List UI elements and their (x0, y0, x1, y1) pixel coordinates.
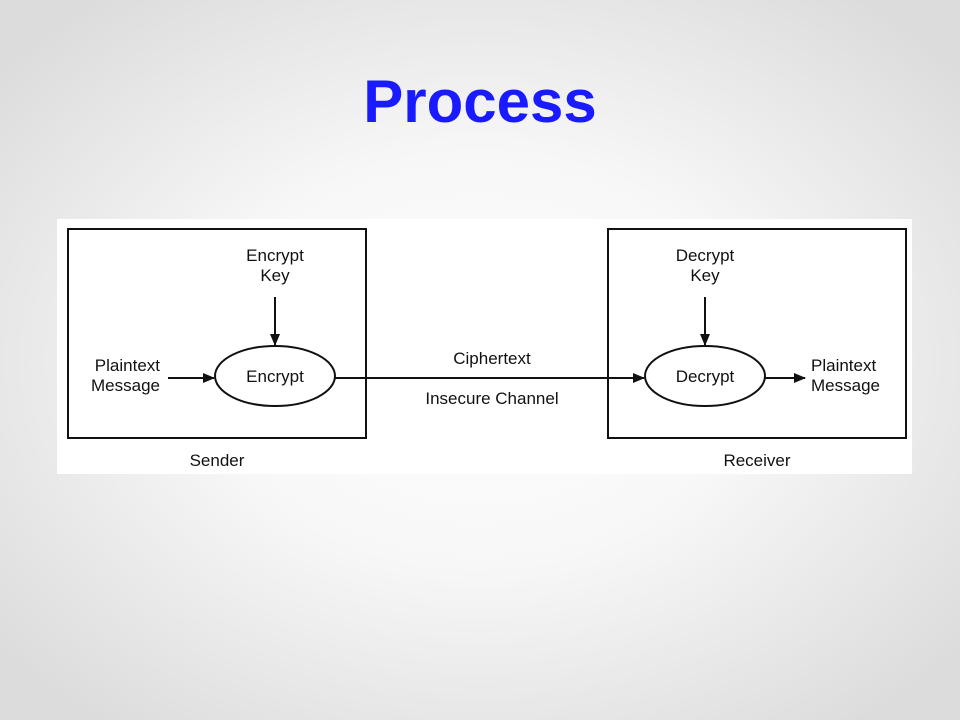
sender-box (67, 228, 367, 439)
ciphertext-label: Ciphertext (453, 349, 531, 368)
decrypt-key-label: Decrypt Key (655, 246, 755, 286)
decrypt-ellipse (644, 345, 766, 407)
sender-label: Sender (189, 451, 245, 470)
encryption-process-diagram: Encrypt Key Plaintext Message Encrypt Se… (57, 219, 912, 474)
encrypt-ellipse (214, 345, 336, 407)
plaintext-input-label: Plaintext Message (67, 356, 160, 396)
receiver-box (607, 228, 907, 439)
encrypt-key-label-line1: Encrypt (246, 246, 304, 265)
slide-title: Process (363, 68, 597, 135)
plaintext-output-line1: Plaintext (811, 356, 877, 375)
encrypt-key-label: Encrypt Key (225, 246, 325, 286)
decrypt-process-label: Decrypt (675, 367, 735, 386)
decrypt-key-label-line2: Key (690, 266, 720, 285)
encrypt-process-label: Encrypt (246, 367, 304, 386)
encrypt-key-label-line2: Key (260, 266, 290, 285)
plaintext-input-line2: Message (91, 376, 160, 395)
plaintext-output-label: Plaintext Message (811, 356, 906, 396)
receiver-label: Receiver (723, 451, 791, 470)
plaintext-output-line2: Message (811, 376, 880, 395)
plaintext-input-line1: Plaintext (94, 356, 160, 375)
diagram-graphics (67, 228, 907, 439)
insecure-channel-label: Insecure Channel (425, 389, 559, 408)
decrypt-key-label-line1: Decrypt (675, 246, 735, 265)
